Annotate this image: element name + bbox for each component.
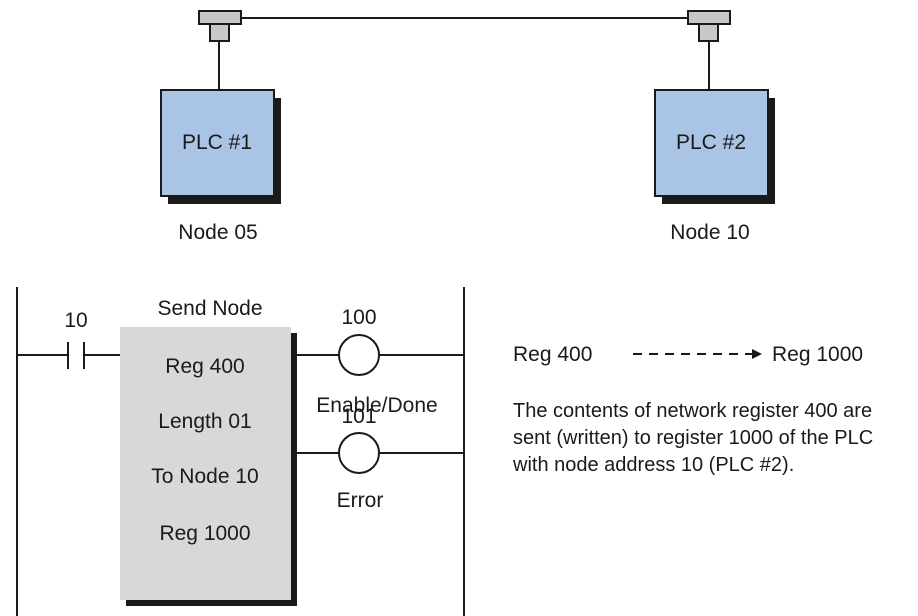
block-line-to-node: To Node 10 bbox=[151, 465, 259, 488]
contact-number: 10 bbox=[64, 309, 88, 332]
transfer-from-label: Reg 400 bbox=[513, 343, 593, 366]
send-node-block bbox=[120, 327, 297, 606]
plc1-node-label: Node 05 bbox=[178, 221, 258, 244]
left-tap-connector bbox=[198, 10, 242, 90]
block-title: Send Node bbox=[157, 297, 263, 320]
contact-10 bbox=[17, 342, 120, 369]
right-tap-connector bbox=[687, 10, 731, 90]
coil-enable-done bbox=[291, 334, 464, 376]
coil-error-number: 101 bbox=[341, 405, 377, 428]
coil-done-number: 100 bbox=[341, 306, 377, 329]
plc2-label: PLC #2 bbox=[675, 131, 747, 154]
plc1-box bbox=[160, 89, 281, 204]
plc2-box bbox=[654, 89, 775, 204]
block-line-reg-source: Reg 400 bbox=[165, 355, 245, 378]
block-line-length: Length 01 bbox=[158, 410, 252, 433]
transfer-to-label: Reg 1000 bbox=[772, 343, 864, 366]
transfer-arrow bbox=[633, 349, 762, 359]
coil-done-label: Enable/Done bbox=[316, 394, 438, 417]
coil-error bbox=[291, 432, 464, 474]
block-line-reg-dest: Reg 1000 bbox=[159, 522, 251, 545]
description-text: The contents of network register 400 are… bbox=[513, 400, 874, 476]
coil-error-label: Error bbox=[336, 489, 384, 512]
plc1-label: PLC #1 bbox=[181, 131, 253, 154]
plc2-node-label: Node 10 bbox=[670, 221, 750, 244]
